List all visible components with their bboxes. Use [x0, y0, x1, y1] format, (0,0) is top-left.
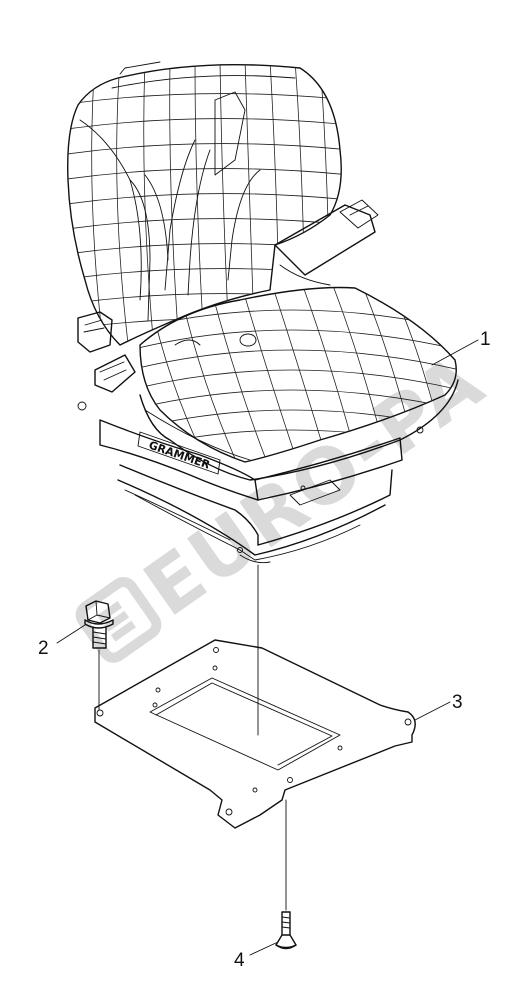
watermark-text: EURO-PA [128, 336, 500, 633]
countersunk-screw [275, 799, 297, 950]
mounting-plate [94, 639, 416, 829]
brand-plate-text: GRAMMER [147, 439, 212, 472]
callout-2: 2 [38, 638, 49, 659]
seat-backrest [67, 61, 342, 346]
watermark: EURO-PA [75, 336, 500, 663]
backrest-check-pattern [67, 64, 342, 346]
callout-3: 3 [452, 692, 463, 713]
brand-plate: GRAMMER [137, 431, 221, 475]
seat-belt-buckle-right [274, 199, 379, 286]
callout-4: 4 [234, 950, 245, 971]
callout-1: 1 [480, 329, 491, 350]
callout-leaders [56, 339, 479, 956]
seat-belt-left [77, 311, 136, 411]
hex-flange-bolt [84, 600, 114, 711]
